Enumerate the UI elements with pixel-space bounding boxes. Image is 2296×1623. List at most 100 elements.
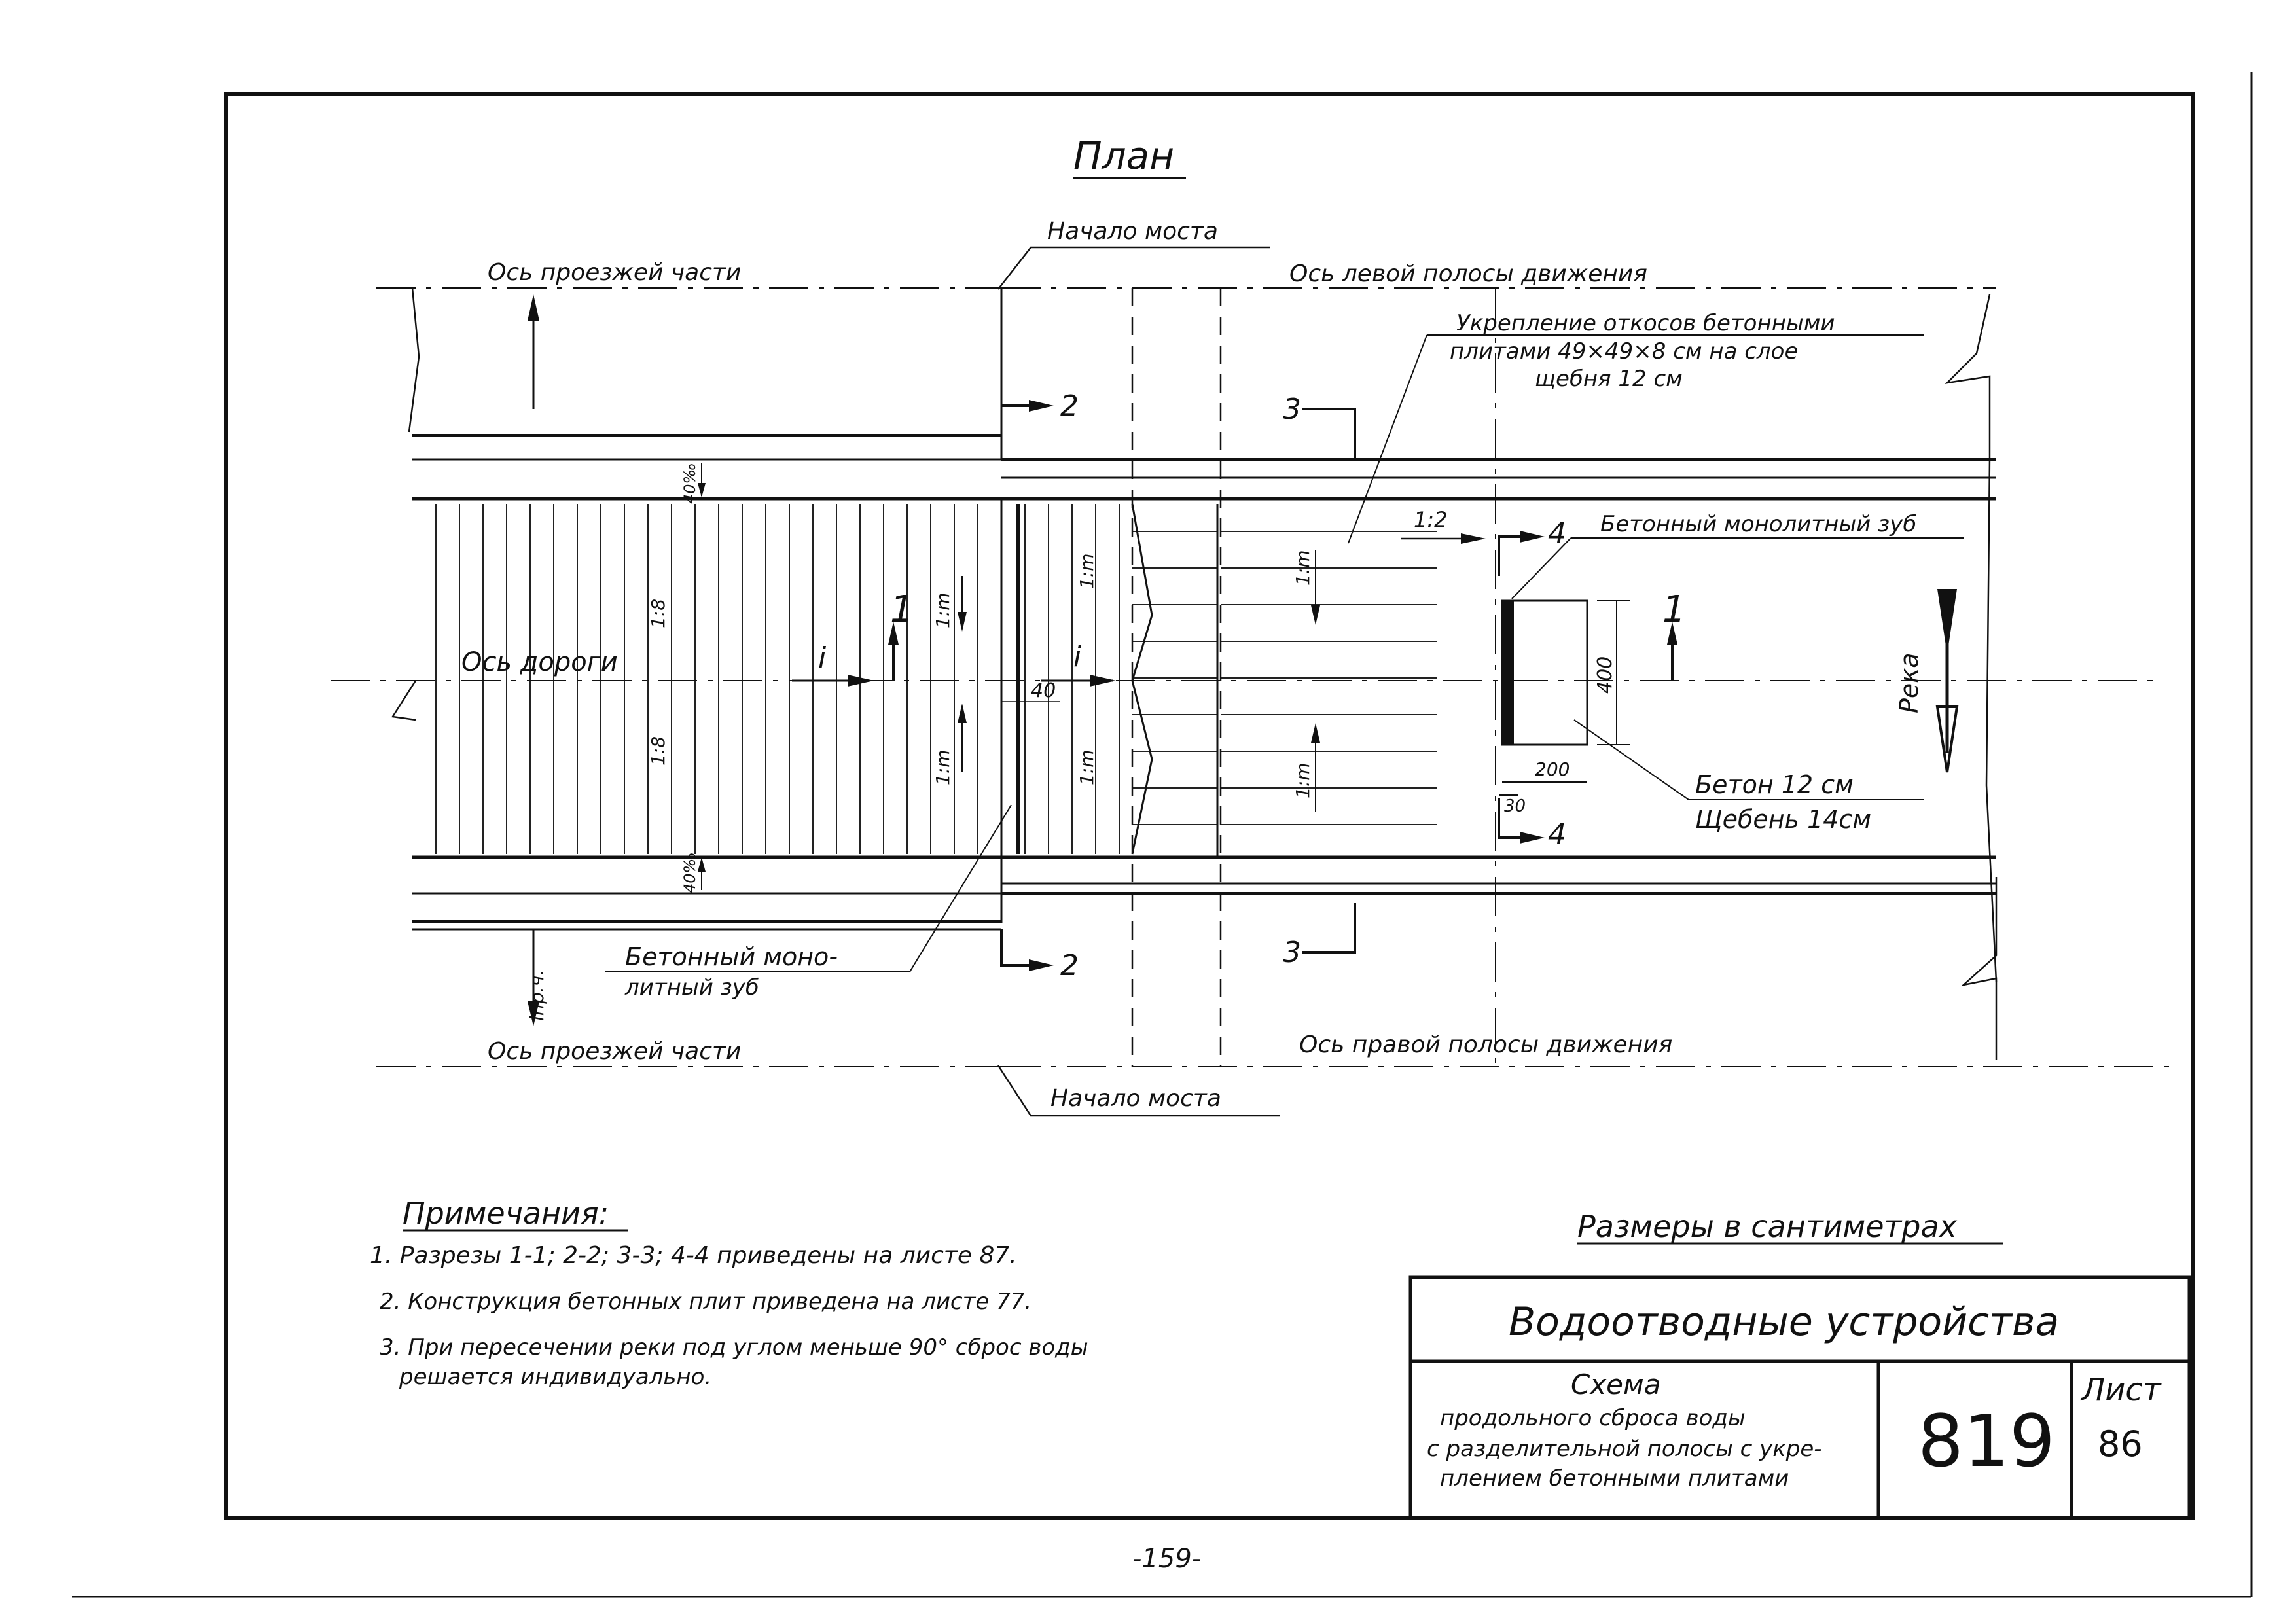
label-river: Река: [1895, 652, 1924, 713]
note-item-2: 2. Конструкция бетонных плит приведена н…: [380, 1289, 1031, 1315]
dim-200-label: 200: [1535, 758, 1570, 780]
title-block-desc-4: плением бетонными плитами: [1440, 1465, 1789, 1491]
break-line-right-top: [1945, 294, 1991, 458]
section-1-marker-left: 1: [890, 588, 914, 631]
leader-slope-note: [1348, 334, 1427, 544]
section-1-marker-right: 1: [1662, 588, 1686, 631]
label-concrete-tooth-line2: литный зуб: [624, 974, 759, 1001]
slope-1-m-e: 1:m: [1292, 550, 1314, 586]
arrowhead-40-top: [698, 483, 706, 497]
slope-1-m-a: 1:m: [932, 592, 954, 628]
note-item-3-line1: 3. При пересечении реки под углом меньше…: [380, 1334, 1088, 1361]
dim-30-label: 30: [1504, 796, 1526, 816]
leader-bridge-start-top: [997, 246, 1270, 290]
label-road-axis: Ось дороги: [461, 647, 618, 677]
title-block-code: 819: [1918, 1399, 2055, 1483]
label-concrete-layer: Бетон 12 см: [1695, 770, 1854, 799]
section-4-bottom-arrowhead: [1520, 832, 1545, 844]
label-carriageway-axis-top: Ось проезжей части: [488, 259, 741, 286]
arrowhead-mid-2: [958, 704, 967, 723]
incline-ipch-arrowhead: [528, 1001, 539, 1026]
incline-i-mid-arrowhead: [1090, 675, 1116, 687]
spillway-block: [1501, 599, 1588, 746]
hatch-mid-vertical: [1014, 504, 1132, 854]
section-4-top-label: 4: [1548, 517, 1566, 550]
incline-ipch: iпр.ч.: [526, 970, 548, 1021]
section-4-bottom-label: 4: [1548, 818, 1566, 851]
arrowhead-40-bottom: [698, 857, 706, 872]
leader-concrete-layer: [1573, 719, 1924, 800]
section-3-top-label: 3: [1283, 393, 1301, 426]
hatch-slope-horizontal: [1132, 504, 1217, 854]
section-2-bottom-arrowhead: [1029, 959, 1054, 971]
arrowhead-slope-top: [1311, 605, 1320, 625]
section-2-bottom-marker: [1000, 929, 1047, 967]
title-block-sheet-number: 86: [2098, 1423, 2143, 1465]
section-3-top-marker: [1302, 408, 1356, 461]
section-2-top-arrowhead: [1029, 400, 1054, 412]
leader-bridge-start-bottom: [997, 1065, 1280, 1117]
section-3-bottom-marker: [1302, 903, 1356, 954]
break-line-right-mid: [1985, 457, 1998, 982]
page-number: -159-: [1132, 1544, 1201, 1574]
slope-1-m-f: 1:m: [1292, 762, 1314, 798]
hatch-right-horizontal: [1221, 520, 1437, 851]
note-item-1: 1. Разрезы 1-1; 2-2; 3-3; 4-4 приведены …: [370, 1242, 1017, 1269]
label-bridge-start-top: Начало моста: [1047, 218, 1218, 245]
arrowhead-mid-1: [958, 612, 967, 632]
title-block-desc-1: Схема: [1571, 1368, 1660, 1400]
section-2-top-label: 2: [1060, 389, 1079, 423]
note-item-3-line2: решается индивидуально.: [399, 1364, 711, 1390]
title-block-desc-2: продольного сброса воды: [1440, 1405, 1746, 1431]
section-1-right-arrowhead: [1667, 622, 1677, 645]
dim-400-label: 400: [1594, 656, 1617, 694]
arrowhead-up-left: [528, 294, 539, 321]
label-concrete-tooth-line1: Бетонный моно-: [625, 942, 838, 971]
arrowhead-slope-bottom: [1311, 723, 1320, 743]
label-right-lane-axis: Ось правой полосы движения: [1299, 1031, 1672, 1058]
title-block: [1408, 1275, 2191, 1520]
slope-note-line1: Укрепление откосов бетонными: [1456, 310, 1835, 336]
leader-concrete-tooth-top: [1511, 537, 1571, 599]
label-left-lane-axis: Ось левой полосы движения: [1289, 260, 1647, 287]
spillway-tooth: [1502, 601, 1514, 745]
leader-concrete-tooth-bottom: [909, 804, 1012, 972]
slope-note-line2: плитами 49×49×8 см на слое: [1450, 338, 1798, 365]
section-1-left-arrowhead: [888, 622, 899, 645]
river-arrowhead-top: [1937, 589, 1957, 654]
notes-heading: Примечания:: [403, 1196, 609, 1231]
slope-1-m-d: 1:m: [1076, 749, 1098, 785]
incline-i-mid: i: [1073, 640, 1082, 673]
label-concrete-tooth-top: Бетонный монолитный зуб: [1600, 511, 1916, 537]
slope-note-line3: щебня 12 см: [1535, 366, 1683, 392]
label-carriageway-axis-bottom: Ось проезжей части: [488, 1038, 741, 1065]
incline-i-left: i: [818, 641, 827, 675]
section-4-top-marker: [1498, 535, 1538, 576]
slope-1-2: 1:2: [1414, 507, 1448, 532]
slope-1-8-top: 1:8: [647, 599, 669, 628]
section-4-top-arrowhead: [1520, 531, 1545, 543]
section-3-bottom-label: 3: [1283, 936, 1301, 969]
title-block-main: Водоотводные устройства: [1509, 1299, 2059, 1345]
break-line-left-mid: [391, 680, 417, 721]
hatch-left-vertical: [419, 504, 1001, 854]
plan-title: План: [1073, 134, 1174, 178]
label-bridge-start-bottom: Начало моста: [1050, 1085, 1221, 1112]
river-arrowhead-bottom: [1935, 705, 1959, 773]
slope-1-8-bottom: 1:8: [647, 736, 669, 766]
sheet-frame: [224, 92, 2195, 1520]
slope-1-2-arrowhead: [1461, 533, 1486, 544]
slope-1-m-c: 1:m: [1076, 553, 1098, 589]
incline-i-left-arrowhead: [848, 675, 874, 687]
slope-1-m-b: 1:m: [932, 749, 954, 785]
title-block-desc-3: с разделительной полосы с укре-: [1427, 1436, 1822, 1462]
label-gravel-layer: Щебень 14см: [1695, 805, 1871, 834]
break-line-left-top: [408, 287, 420, 433]
section-2-bottom-label: 2: [1060, 949, 1079, 982]
dim-40-label: 40: [1031, 679, 1056, 702]
slope-40-bottom: 40‰: [681, 852, 699, 893]
break-line-right-bottom: [1960, 877, 1998, 1060]
dimensions-note: Размеры в сантиметрах: [1577, 1209, 1958, 1244]
slope-40-top: 40‰: [681, 463, 699, 504]
